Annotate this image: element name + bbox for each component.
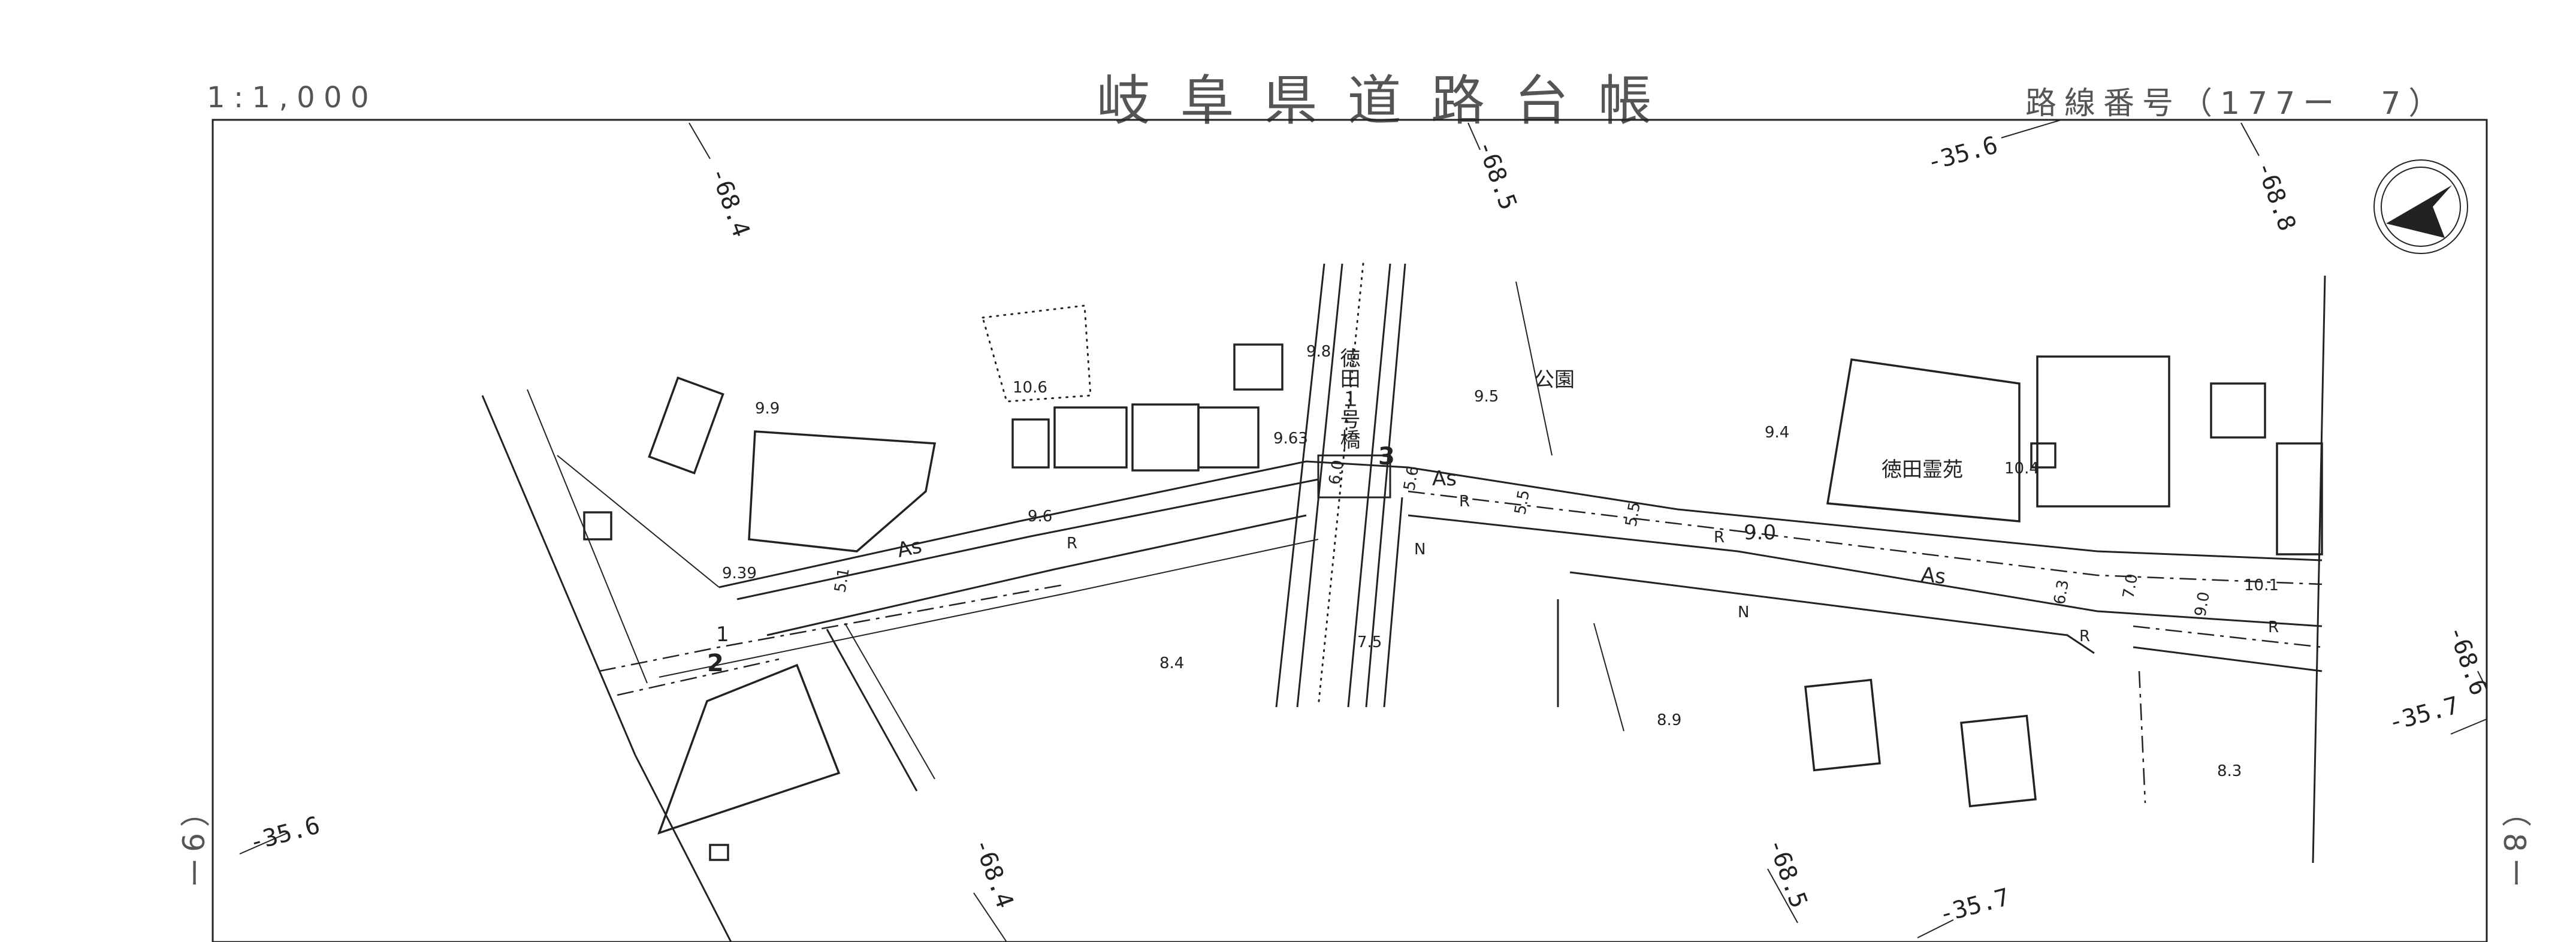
elevation-9-0: 9.0 bbox=[1744, 521, 1776, 545]
gutter-r-1: R bbox=[1459, 493, 1470, 511]
curb-n-2: N bbox=[1738, 603, 1749, 621]
adjacent-sheet-left: （9ー bbox=[175, 797, 210, 894]
elevation-9-5: 9.5 bbox=[1474, 388, 1499, 406]
grid-label-top-3: -35.6 bbox=[1924, 131, 2001, 177]
grid-label-right-1: -68.6 bbox=[2442, 622, 2493, 699]
elevation-10-1: 10.1 bbox=[2244, 576, 2279, 594]
grid-label-bottom-1: -68.4 bbox=[968, 835, 1019, 912]
place-bridge: 徳田１号橋 bbox=[1336, 348, 1360, 449]
gutter-r-2: R bbox=[1714, 529, 1725, 547]
width-7-5: 7.5 bbox=[1357, 633, 1382, 651]
width-5-1: 5.1 bbox=[831, 566, 853, 594]
place-cemetery: 徳田霊苑 bbox=[1882, 458, 1963, 482]
grid-label-bottom-3: -35.7 bbox=[1936, 883, 2013, 929]
grid-ticks bbox=[239, 119, 2487, 942]
survey-point-1: 1 bbox=[716, 623, 729, 647]
elevation-9-9: 9.9 bbox=[755, 400, 780, 418]
elevation-9-39: 9.39 bbox=[722, 564, 757, 582]
grid-label-right-2: -35.7 bbox=[2385, 692, 2462, 737]
grid-label-top-4: -68.8 bbox=[2251, 158, 2301, 235]
adjacent-sheet-right: （8ー bbox=[2497, 797, 2532, 894]
grid-label-top-1: -68.4 bbox=[705, 164, 755, 241]
elevation-10-6: 10.6 bbox=[1013, 379, 1047, 397]
elevation-10-4: 10.4 bbox=[2004, 460, 2039, 478]
elevation-9-63: 9.63 bbox=[1273, 430, 1308, 448]
elevation-9-8: 9.8 bbox=[1306, 343, 1331, 361]
gutter-r-5: R bbox=[2268, 618, 2279, 636]
grid-label-left-1: -35.6 bbox=[246, 811, 323, 857]
elevation-9-6: 9.6 bbox=[1028, 508, 1052, 526]
width-6-3: 6.3 bbox=[2050, 578, 2073, 606]
map-frame bbox=[212, 119, 2488, 942]
elevation-9-4: 9.4 bbox=[1765, 424, 1789, 442]
gutter-r-4: R bbox=[2079, 627, 2090, 645]
width-5-5b: 5.5 bbox=[1622, 500, 1644, 528]
pavement-as-2: As bbox=[1432, 467, 1457, 491]
width-6-0: 6.0 bbox=[1325, 458, 1348, 486]
north-arrow-icon bbox=[2373, 159, 2468, 254]
side-streets bbox=[481, 275, 2326, 942]
width-7-0: 7.0 bbox=[2119, 572, 2142, 600]
river bbox=[1275, 262, 1406, 708]
bridge-deck bbox=[1317, 454, 1391, 499]
survey-point-2: 2 bbox=[707, 650, 724, 677]
pavement-as-3: As bbox=[1920, 563, 1947, 589]
elevation-8-3: 8.3 bbox=[2217, 762, 2242, 780]
width-9-0: 9.0 bbox=[2191, 590, 2213, 618]
buildings bbox=[583, 343, 2323, 861]
gutter-r-3: R bbox=[1067, 535, 1077, 552]
width-5-6: 5.6 bbox=[1400, 464, 1423, 492]
place-park: 公園 bbox=[1534, 368, 1575, 392]
page-title: 岐阜県道路台帳 bbox=[1097, 70, 1682, 132]
curb-n-1: N bbox=[1414, 541, 1426, 558]
width-5-5a: 5.5 bbox=[1511, 488, 1533, 516]
main-road bbox=[599, 460, 2323, 696]
elevation-8-4: 8.4 bbox=[1159, 654, 1184, 672]
grid-label-top-2: -68.5 bbox=[1472, 137, 1522, 214]
route-number: 路線番号（177ー 7） bbox=[2025, 86, 2448, 122]
elevation-8-9: 8.9 bbox=[1657, 711, 1681, 729]
survey-point-3: 3 bbox=[1378, 443, 1395, 470]
pavement-as-1: As bbox=[895, 534, 924, 563]
map-scale: 1:1,000 bbox=[207, 81, 378, 114]
